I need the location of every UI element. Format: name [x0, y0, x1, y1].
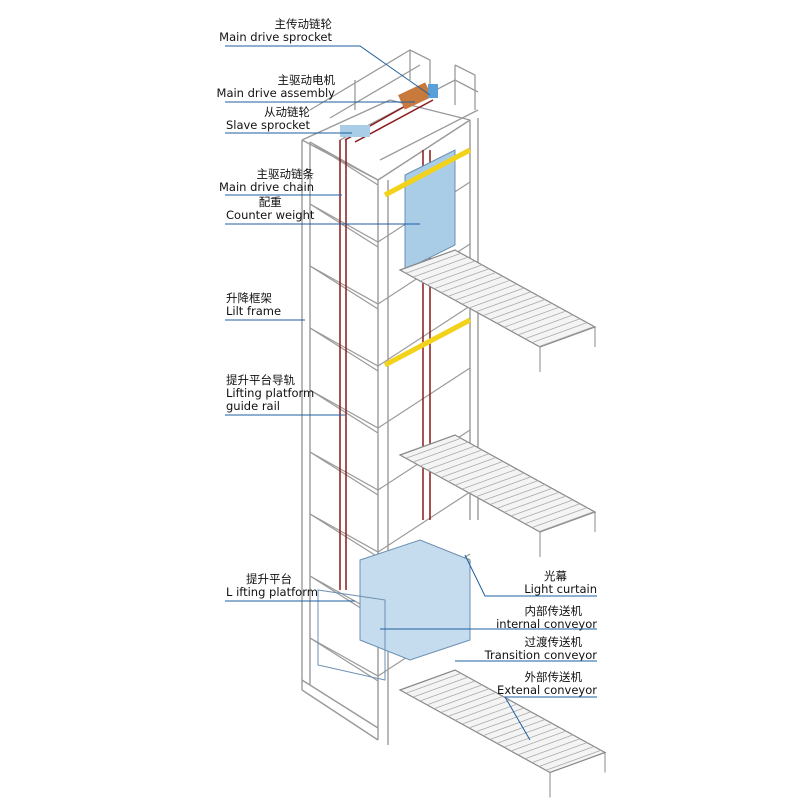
frame-rung: [309, 367, 471, 429]
label-en: internal conveyor: [496, 617, 597, 631]
label-main-drive-sprocket: 主传动链轮 Main drive sprocket: [219, 18, 332, 44]
label-slave-sprocket: 从动链轮 Slave sprocket: [226, 106, 310, 132]
roller-conveyor: [398, 249, 597, 372]
frame-brace: [309, 203, 379, 248]
label-en: Light curtain: [524, 582, 597, 596]
label-en: L ifting platform: [226, 585, 318, 599]
label-cn: 过渡传送机: [524, 635, 583, 649]
label-en: Main drive sprocket: [219, 30, 332, 44]
label-cn: 从动链轮: [264, 105, 310, 119]
counter-weight: [404, 149, 456, 271]
frame-brace: [309, 141, 379, 186]
label-en: Lifting platform: [226, 386, 315, 400]
label-en: Transition conveyor: [484, 648, 597, 662]
label-cn: 提升平台: [246, 572, 292, 586]
conveyors: [398, 249, 607, 798]
label-en: Extenal conveyor: [497, 683, 597, 697]
label-main-drive-chain: 主驱动链条 Main drive chain: [219, 168, 314, 194]
label-guide-rail: 提升平台导轨 Lifting platform guide rail: [226, 374, 314, 413]
label-en: Main drive assembly: [216, 86, 335, 100]
frame-brace: [309, 389, 379, 434]
top-railing: [309, 49, 479, 161]
label-transition-conveyor: 过渡传送机 Transition conveyor: [485, 636, 597, 662]
label-cn: 外部传送机: [524, 670, 583, 684]
frame-brace: [309, 265, 379, 310]
label-external-conveyor: 外部传送机 Extenal conveyor: [497, 671, 597, 697]
label-cn: 内部传送机: [524, 604, 583, 618]
label-en: Slave sprocket: [225, 118, 310, 132]
label-en: guide rail: [226, 399, 280, 413]
label-lift-frame: 升降框架 Lilt frame: [226, 292, 281, 318]
label-lifting-platform: 提升平台 L ifting platform: [226, 573, 318, 599]
label-internal-conveyor: 内部传送机 internal conveyor: [496, 605, 597, 631]
frame-rung: [309, 305, 471, 367]
roller-conveyor: [398, 434, 597, 557]
frame-brace: [309, 513, 379, 558]
main-drive-motor: [398, 82, 438, 110]
label-en: Main drive chain: [218, 180, 314, 194]
frame-rung: [309, 119, 471, 181]
label-cn: 主驱动链条: [256, 167, 315, 181]
label-cn: 提升平台导轨: [226, 373, 295, 387]
label-cn: 主传动链轮: [274, 17, 333, 31]
frame-brace: [309, 327, 379, 372]
slave-sprocket: [340, 125, 370, 137]
label-en: Lilt frame: [226, 304, 282, 318]
label-counter-weight: 配重 Counter weight: [226, 196, 314, 222]
lifting-platform: [317, 539, 471, 681]
frame-rung: [309, 491, 471, 553]
frame-brace: [309, 451, 379, 496]
label-cn: 配重: [258, 195, 282, 209]
label-main-drive-assembly: 主驱动电机 Main drive assembly: [217, 74, 335, 100]
label-cn: 升降框架: [226, 291, 272, 305]
label-light-curtain: 光幕 Light curtain: [524, 570, 597, 596]
label-en: Counter weight: [226, 208, 315, 222]
frame-brace: [309, 637, 379, 682]
